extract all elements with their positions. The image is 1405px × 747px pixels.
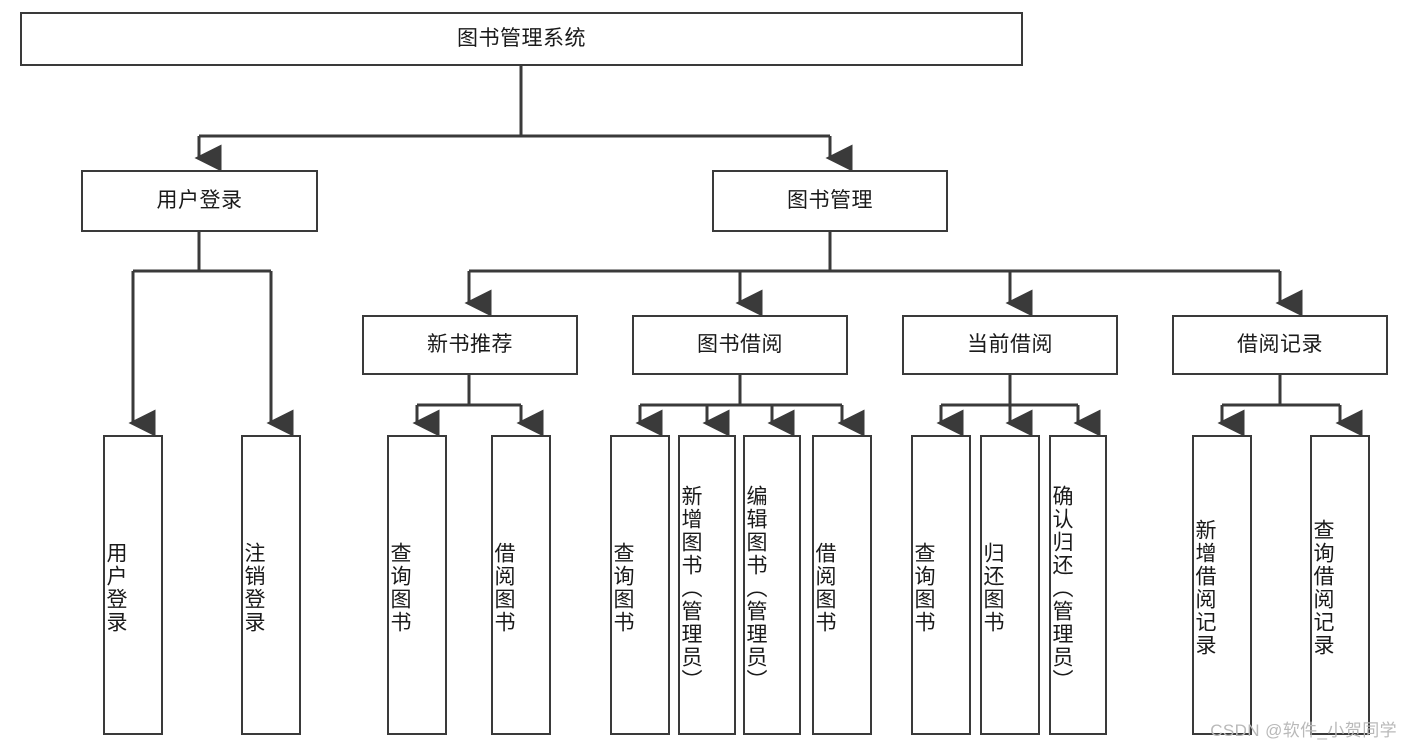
node-book-borrow[interactable]: 图书借阅 — [632, 315, 848, 375]
leaf-book-borrow-add[interactable]: 新增图书（管理员） — [678, 435, 736, 735]
leaf-book-borrow-borrow[interactable]: 借阅图书 — [812, 435, 872, 735]
leaf-book-borrow-borrow-label: 借阅图书 — [813, 542, 836, 634]
leaf-borrow-record-add[interactable]: 新增借阅记录 — [1192, 435, 1252, 735]
node-root-system[interactable]: 图书管理系统 — [20, 12, 1023, 66]
leaf-borrow-record-add-label: 新增借阅记录 — [1193, 519, 1216, 657]
node-user-login[interactable]: 用户登录 — [81, 170, 318, 232]
leaf-borrow-record-query[interactable]: 查询借阅记录 — [1310, 435, 1370, 735]
leaf-user-login-signin-label: 用户登录 — [104, 542, 127, 634]
leaf-book-borrow-edit-label: 编辑图书（管理员） — [744, 484, 767, 692]
leaf-book-borrow-edit[interactable]: 编辑图书（管理员） — [743, 435, 801, 735]
node-root-system-label: 图书管理系统 — [457, 26, 586, 50]
leaf-current-borrow-confirm-label: 确认归还（管理员） — [1050, 484, 1073, 692]
node-current-borrow[interactable]: 当前借阅 — [902, 315, 1118, 375]
leaf-current-borrow-query[interactable]: 查询图书 — [911, 435, 971, 735]
node-book-management-label: 图书管理 — [787, 188, 873, 212]
leaf-current-borrow-query-label: 查询图书 — [912, 542, 935, 634]
leaf-new-book-borrow-label: 借阅图书 — [492, 542, 515, 634]
node-user-login-label: 用户登录 — [156, 188, 243, 212]
leaf-book-borrow-query-label: 查询图书 — [611, 542, 634, 634]
leaf-user-login-signout-label: 注销登录 — [242, 542, 265, 634]
leaf-current-borrow-return-label: 归还图书 — [981, 542, 1004, 634]
leaf-current-borrow-return[interactable]: 归还图书 — [980, 435, 1040, 735]
leaf-book-borrow-query[interactable]: 查询图书 — [610, 435, 670, 735]
node-new-book-recommend-label: 新书推荐 — [427, 332, 513, 356]
leaf-current-borrow-confirm[interactable]: 确认归还（管理员） — [1049, 435, 1107, 735]
node-current-borrow-label: 当前借阅 — [967, 332, 1053, 356]
leaf-user-login-signin[interactable]: 用户登录 — [103, 435, 163, 735]
node-new-book-recommend[interactable]: 新书推荐 — [362, 315, 578, 375]
node-borrow-record[interactable]: 借阅记录 — [1172, 315, 1388, 375]
node-book-borrow-label: 图书借阅 — [697, 332, 783, 356]
node-borrow-record-label: 借阅记录 — [1237, 332, 1323, 356]
leaf-new-book-query-label: 查询图书 — [388, 542, 411, 634]
leaf-book-borrow-add-label: 新增图书（管理员） — [679, 484, 702, 692]
leaf-new-book-borrow[interactable]: 借阅图书 — [491, 435, 551, 735]
node-book-management[interactable]: 图书管理 — [712, 170, 948, 232]
leaf-user-login-signout[interactable]: 注销登录 — [241, 435, 301, 735]
leaf-new-book-query[interactable]: 查询图书 — [387, 435, 447, 735]
leaf-borrow-record-query-label: 查询借阅记录 — [1311, 519, 1334, 657]
watermark-text: CSDN @软件_小贺同学 — [1210, 721, 1397, 740]
